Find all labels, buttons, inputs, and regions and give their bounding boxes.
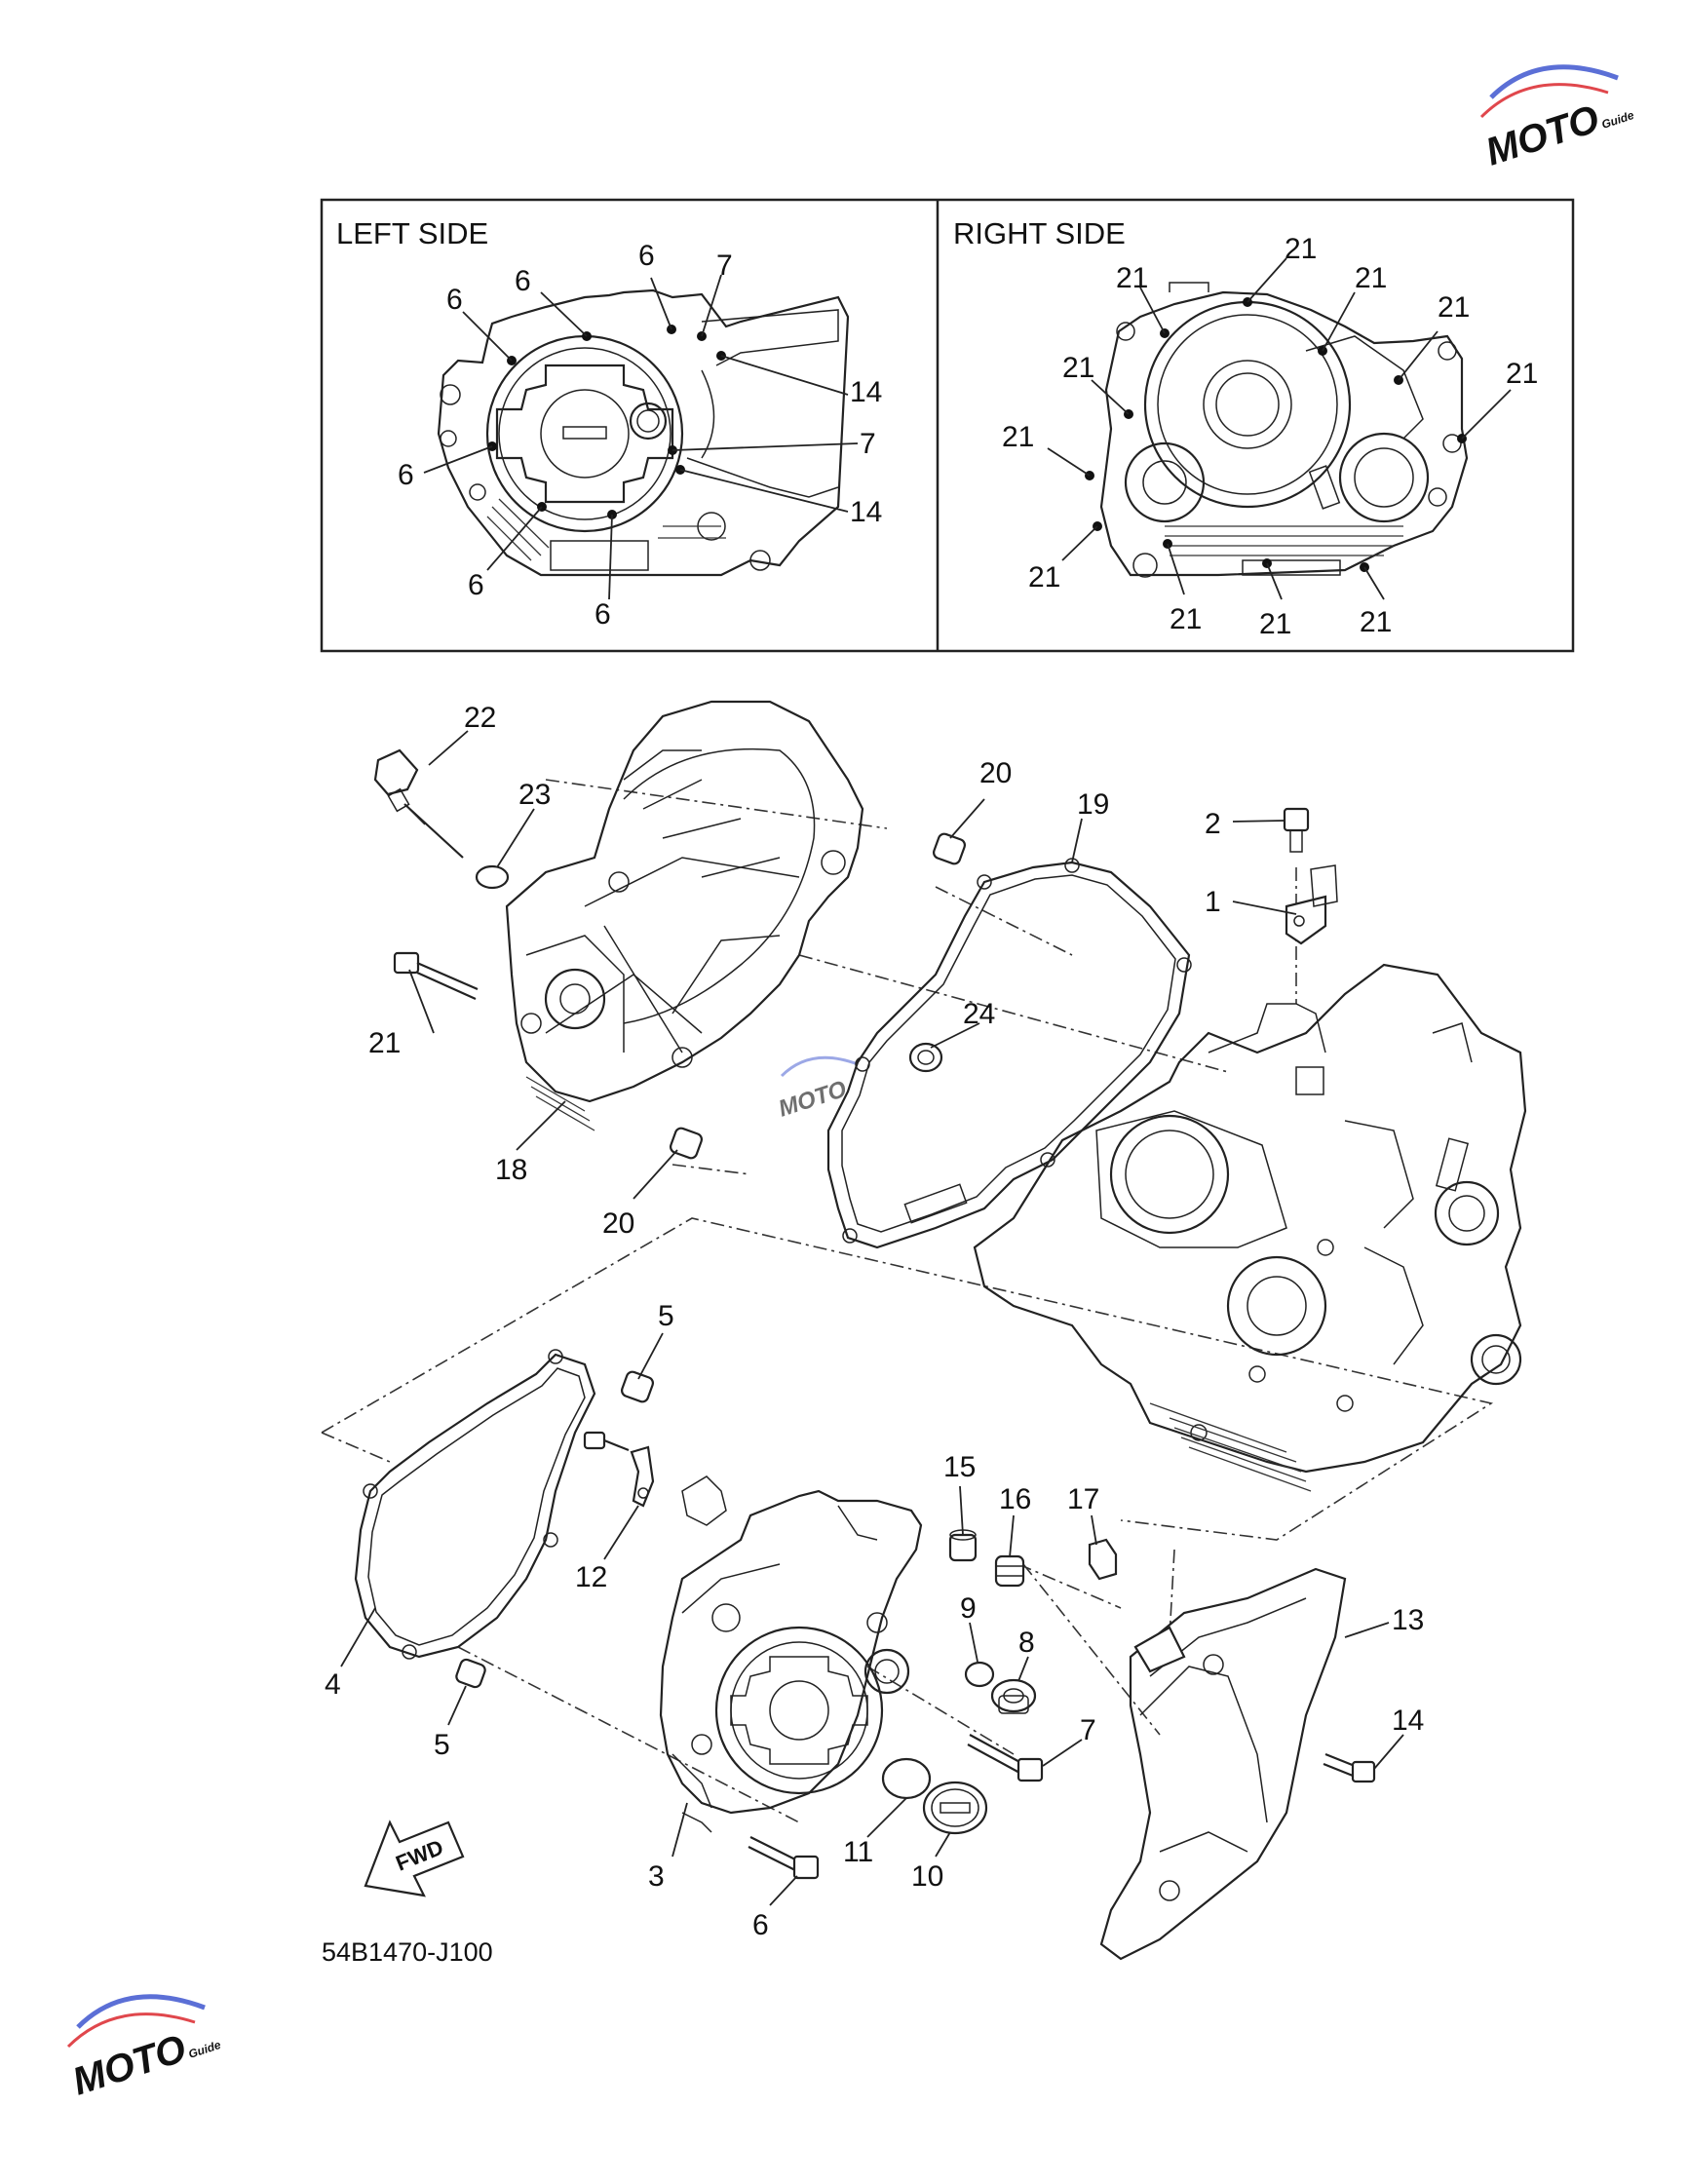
part-9-o-ring bbox=[964, 1661, 995, 1688]
callout-6: 6 bbox=[446, 284, 463, 316]
part-20-dowel-lower bbox=[669, 1127, 704, 1160]
callout-1: 1 bbox=[1205, 886, 1221, 918]
callout-21: 21 bbox=[1062, 352, 1094, 384]
callout-13: 13 bbox=[1392, 1604, 1424, 1636]
callout-14: 14 bbox=[850, 376, 882, 408]
callout-16: 16 bbox=[999, 1483, 1031, 1515]
watermark-subtext: Guide bbox=[1600, 108, 1636, 132]
part-19-gasket bbox=[826, 858, 1192, 1249]
part-22-oil-dipstick bbox=[373, 748, 464, 859]
main-callout-leaders bbox=[340, 730, 1404, 1906]
part-23-o-ring bbox=[475, 864, 510, 890]
part-7-bolt bbox=[967, 1734, 1044, 1782]
part-10-cap bbox=[922, 1781, 988, 1835]
callout-21: 21 bbox=[1355, 262, 1387, 294]
inset-frame bbox=[320, 198, 1575, 653]
callout-6: 6 bbox=[515, 265, 531, 297]
callout-9: 9 bbox=[960, 1592, 977, 1625]
callout-6: 6 bbox=[752, 1909, 769, 1941]
callout-8: 8 bbox=[1018, 1627, 1035, 1659]
callout-5: 5 bbox=[658, 1300, 674, 1332]
callout-21: 21 bbox=[1116, 262, 1148, 294]
watermark-subtext: Guide bbox=[187, 2038, 223, 2061]
main-callout-labels: 22 23 21 18 20 20 19 2 1 24 5 15 16 17 1… bbox=[325, 702, 1424, 1941]
callout-3: 3 bbox=[648, 1860, 665, 1893]
callout-6: 6 bbox=[595, 598, 611, 631]
part-20-dowel-upper bbox=[932, 832, 967, 865]
callout-20: 20 bbox=[602, 1207, 634, 1240]
callout-20: 20 bbox=[979, 757, 1012, 789]
diagram-code: 54B1470-J100 bbox=[322, 1937, 493, 1967]
callout-11: 11 bbox=[843, 1836, 873, 1868]
callout-7: 7 bbox=[1080, 1714, 1096, 1746]
left-callout-labels: 6 6 6 7 6 14 7 6 14 6 bbox=[398, 240, 882, 631]
callout-4: 4 bbox=[325, 1668, 341, 1701]
part-5-dowel-lower bbox=[455, 1658, 486, 1689]
callout-21: 21 bbox=[1259, 608, 1291, 640]
callout-21: 21 bbox=[1002, 421, 1034, 453]
callout-21: 21 bbox=[1028, 561, 1060, 594]
callout-6: 6 bbox=[398, 459, 414, 491]
alignment-lines bbox=[321, 779, 1494, 1823]
callout-23: 23 bbox=[518, 779, 551, 811]
part-21-bolt bbox=[393, 951, 479, 1001]
callout-17: 17 bbox=[1067, 1483, 1099, 1515]
callout-21: 21 bbox=[1360, 606, 1392, 638]
part-2-bolt bbox=[1283, 807, 1310, 853]
part-8-plug bbox=[990, 1678, 1037, 1714]
watermark-text: MOTO bbox=[776, 1076, 851, 1123]
callout-18: 18 bbox=[495, 1154, 527, 1186]
right-side-engine-view bbox=[1099, 282, 1469, 578]
left-callout-leaders bbox=[423, 274, 859, 600]
part-4-gasket bbox=[354, 1349, 596, 1660]
part-12-bracket bbox=[583, 1431, 727, 1526]
part-16-grommet bbox=[994, 1554, 1025, 1588]
callout-2: 2 bbox=[1205, 808, 1221, 840]
callout-24: 24 bbox=[963, 998, 995, 1030]
callout-21: 21 bbox=[1285, 233, 1317, 265]
left-side-title: LEFT SIDE bbox=[336, 216, 488, 250]
right-callout-leaders bbox=[1047, 257, 1512, 600]
watermark-text: MOTO bbox=[1480, 97, 1604, 174]
moto-guide-logo-icon: MOTO Guide bbox=[1479, 64, 1636, 174]
callout-7: 7 bbox=[716, 249, 733, 282]
callout-21: 21 bbox=[1170, 603, 1202, 635]
right-callout-labels: 21 21 21 21 21 21 21 21 21 21 21 bbox=[1002, 233, 1538, 640]
part-6-bolt bbox=[748, 1836, 820, 1880]
part-14-bolt bbox=[1323, 1752, 1376, 1783]
right-side-title: RIGHT SIDE bbox=[953, 216, 1126, 250]
callout-21: 21 bbox=[1438, 291, 1470, 324]
callout-6: 6 bbox=[638, 240, 655, 272]
part-5-dowel-upper bbox=[620, 1370, 655, 1403]
watermark-text: MOTO bbox=[67, 2027, 191, 2104]
part-24-seal bbox=[908, 1042, 943, 1073]
callout-14: 14 bbox=[850, 496, 882, 528]
part-3-generator-cover bbox=[659, 1489, 923, 1833]
callout-14: 14 bbox=[1392, 1705, 1424, 1737]
moto-guide-logo-icon: MOTO Guide bbox=[66, 1994, 223, 2104]
callout-22: 22 bbox=[464, 702, 496, 734]
part-11-o-ring bbox=[881, 1757, 932, 1800]
moto-guide-logo-icon: MOTO bbox=[776, 1055, 859, 1123]
callout-12: 12 bbox=[575, 1561, 607, 1593]
callout-10: 10 bbox=[911, 1860, 943, 1893]
fwd-arrow-icon: FWD bbox=[364, 1820, 465, 1897]
part-17-clip bbox=[1088, 1538, 1118, 1581]
part-1-bracket bbox=[1285, 864, 1338, 945]
crankcase bbox=[973, 963, 1527, 1492]
part-13-sprocket-cover bbox=[1099, 1567, 1347, 1961]
callout-15: 15 bbox=[943, 1451, 976, 1483]
part-18-crankcase-cover bbox=[505, 700, 864, 1131]
callout-21: 21 bbox=[368, 1027, 401, 1059]
callout-19: 19 bbox=[1077, 788, 1109, 821]
callout-5: 5 bbox=[434, 1729, 450, 1761]
left-side-engine-view bbox=[437, 288, 850, 577]
callout-7: 7 bbox=[860, 428, 876, 460]
callout-21: 21 bbox=[1506, 358, 1538, 390]
callout-6: 6 bbox=[468, 569, 484, 601]
